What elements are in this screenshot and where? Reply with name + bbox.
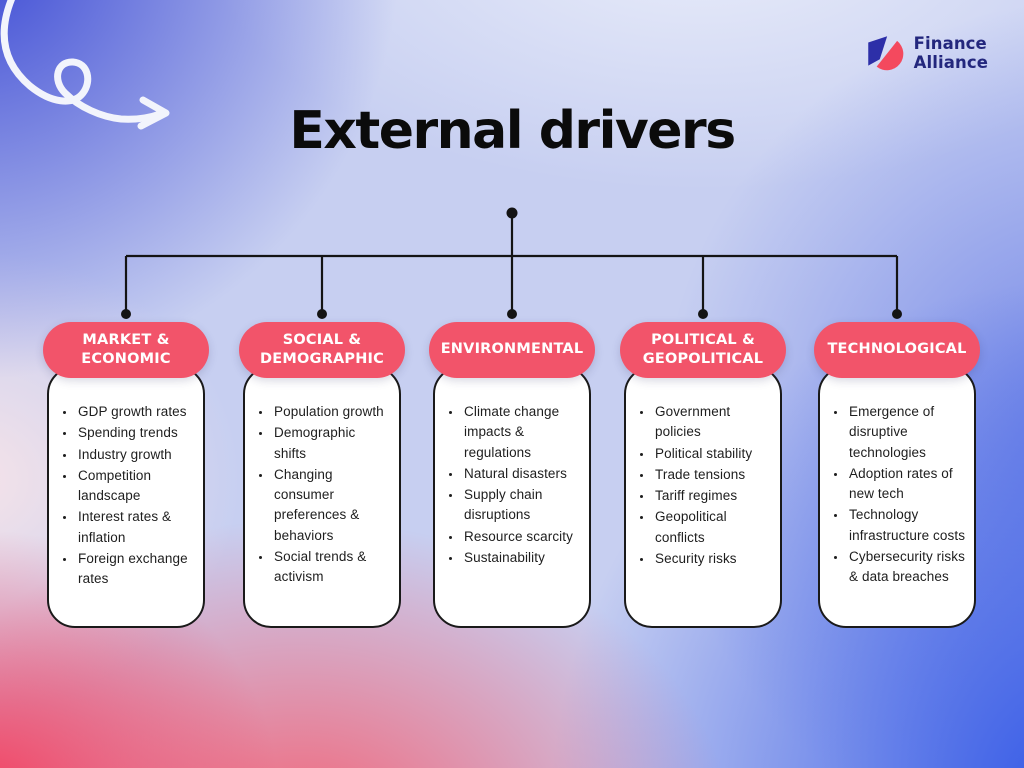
- category-header-label: MARKET & ECONOMIC: [81, 331, 171, 367]
- category-header-label: SOCIAL & DEMOGRAPHIC: [260, 331, 384, 367]
- bullet-item: Cybersecurity risks & data breaches: [847, 547, 966, 588]
- finance-alliance-logo-icon: [867, 36, 903, 71]
- bullet-item: Adoption rates of new tech: [847, 464, 966, 505]
- bullet-list: GDP growth ratesSpending trendsIndustry …: [49, 368, 203, 589]
- category-card: Emergence of disruptive technologiesAdop…: [818, 366, 976, 628]
- bullet-item: Sustainability: [462, 548, 581, 568]
- bullet-item: Trade tensions: [653, 465, 772, 485]
- bullet-item: Supply chain disruptions: [462, 485, 581, 526]
- bullet-item: Foreign exchange rates: [76, 549, 195, 590]
- bullet-list: Population growthDemographic shiftsChang…: [245, 368, 399, 587]
- category-card: Climate change impacts & regulationsNatu…: [433, 366, 591, 628]
- driver-column-environmental: ENVIRONMENTAL Climate change impacts & r…: [429, 322, 595, 628]
- bullet-item: Security risks: [653, 549, 772, 569]
- category-header-pill: ENVIRONMENTAL: [429, 322, 595, 378]
- category-card: Population growthDemographic shiftsChang…: [243, 366, 401, 628]
- bullet-item: Government policies: [653, 402, 772, 443]
- category-header-label: ENVIRONMENTAL: [440, 341, 584, 358]
- bullet-item: Competition landscape: [76, 466, 195, 507]
- bullet-item: Natural disasters: [462, 464, 581, 484]
- bullet-item: Technology infrastructure costs: [847, 505, 966, 546]
- category-header-pill: TECHNOLOGICAL: [814, 322, 980, 378]
- brand-logo: Finance Alliance: [863, 33, 988, 73]
- driver-column-market-economic: MARKET & ECONOMIC GDP growth ratesSpendi…: [43, 322, 209, 628]
- driver-column-technological: TECHNOLOGICAL Emergence of disruptive te…: [814, 322, 980, 628]
- bullet-item: Social trends & activism: [272, 547, 391, 588]
- page-title: External drivers: [289, 101, 736, 161]
- category-header-label: POLITICAL & GEOPOLITICAL: [642, 331, 764, 367]
- bullet-item: Spending trends: [76, 423, 195, 443]
- bullet-item: Tariff regimes: [653, 486, 772, 506]
- bullet-list: Climate change impacts & regulationsNatu…: [435, 368, 589, 568]
- brand-name-line1: Finance: [913, 33, 987, 53]
- bullet-item: Changing consumer preferences & behavior…: [272, 465, 391, 546]
- bullet-item: Resource scarcity: [462, 527, 581, 547]
- brand-name-line2: Alliance: [913, 53, 988, 72]
- root-node-dot: [506, 207, 518, 219]
- bullet-item: Political stability: [653, 444, 772, 464]
- bullet-list: Government policiesPolitical stabilityTr…: [626, 368, 780, 569]
- bullet-item: GDP growth rates: [76, 402, 195, 422]
- branch-dot-4: [698, 309, 708, 319]
- driver-column-political-geopolitical: POLITICAL & GEOPOLITICAL Government poli…: [620, 322, 786, 628]
- bullet-item: Industry growth: [76, 445, 195, 465]
- bullet-list: Emergence of disruptive technologiesAdop…: [820, 368, 974, 587]
- driver-column-social-demographic: SOCIAL & DEMOGRAPHIC Population growthDe…: [239, 322, 405, 628]
- arrow-doodle-icon: [0, 0, 170, 130]
- category-card: Government policiesPolitical stabilityTr…: [624, 366, 782, 628]
- category-header-pill: SOCIAL & DEMOGRAPHIC: [239, 322, 405, 378]
- bullet-item: Geopolitical conflicts: [653, 507, 772, 548]
- branch-dot-1: [121, 309, 131, 319]
- category-header-label: TECHNOLOGICAL: [827, 341, 967, 358]
- bullet-item: Climate change impacts & regulations: [462, 402, 581, 463]
- bullet-item: Emergence of disruptive technologies: [847, 402, 966, 463]
- brand-name: Finance Alliance: [914, 34, 988, 73]
- category-card: GDP growth ratesSpending trendsIndustry …: [47, 366, 205, 628]
- bullet-item: Population growth: [272, 402, 391, 422]
- branch-dot-2: [317, 309, 327, 319]
- bullet-item: Interest rates & inflation: [76, 507, 195, 548]
- category-header-pill: MARKET & ECONOMIC: [43, 322, 209, 378]
- bullet-item: Demographic shifts: [272, 423, 391, 464]
- category-header-pill: POLITICAL & GEOPOLITICAL: [620, 322, 786, 378]
- branch-dot-5: [892, 309, 902, 319]
- branch-dot-3: [507, 309, 517, 319]
